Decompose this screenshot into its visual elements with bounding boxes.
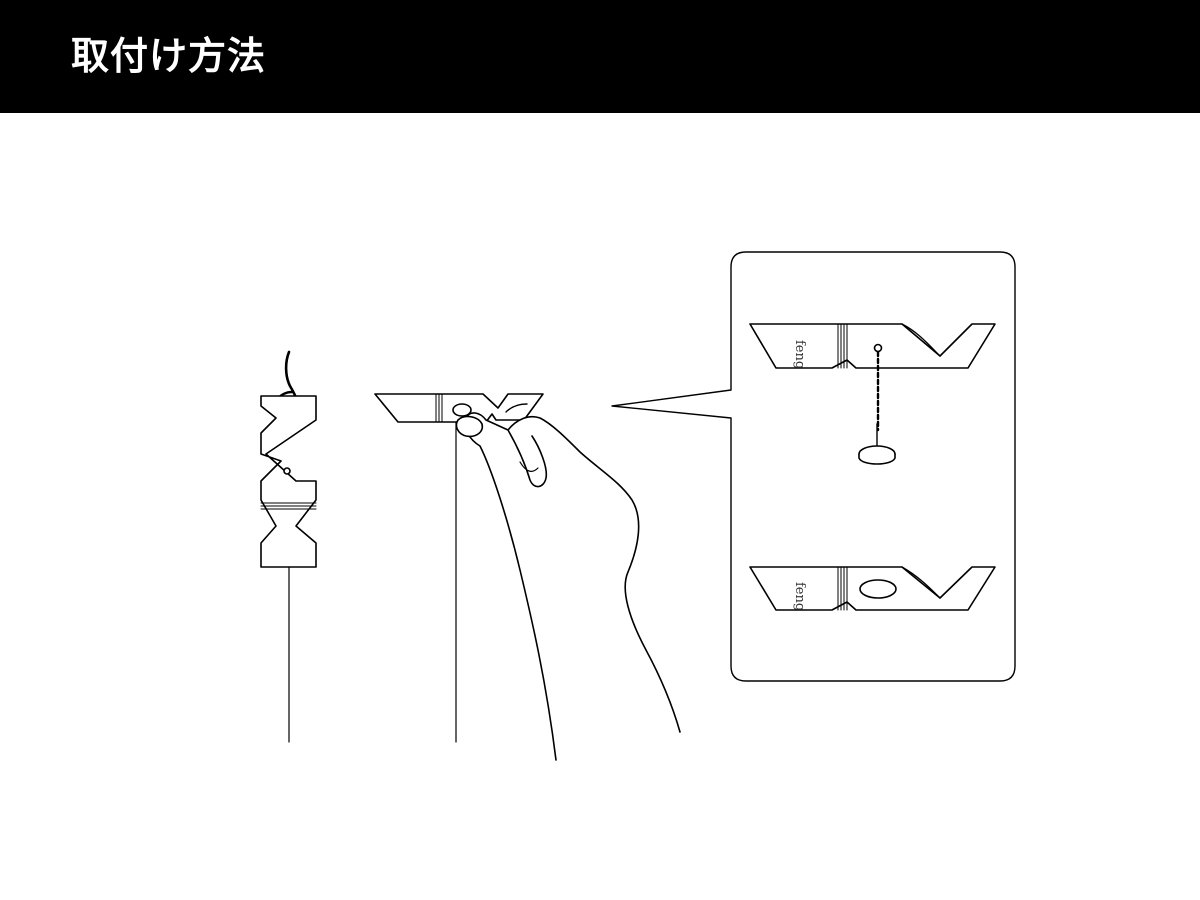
installation-illustration: feng feng [260,251,1016,761]
detail-callout: feng feng [611,251,1016,682]
hanger-hand-view [374,393,681,761]
brand-mark-upper: feng [792,340,807,369]
detail-hanger-after: feng [749,566,996,611]
title-bar: 取付け方法 [0,0,1200,113]
brand-mark-lower: feng [792,582,807,611]
page-title: 取付け方法 [71,34,267,78]
hanger-front-view [260,350,317,743]
detail-hanger-before: feng [749,323,996,465]
